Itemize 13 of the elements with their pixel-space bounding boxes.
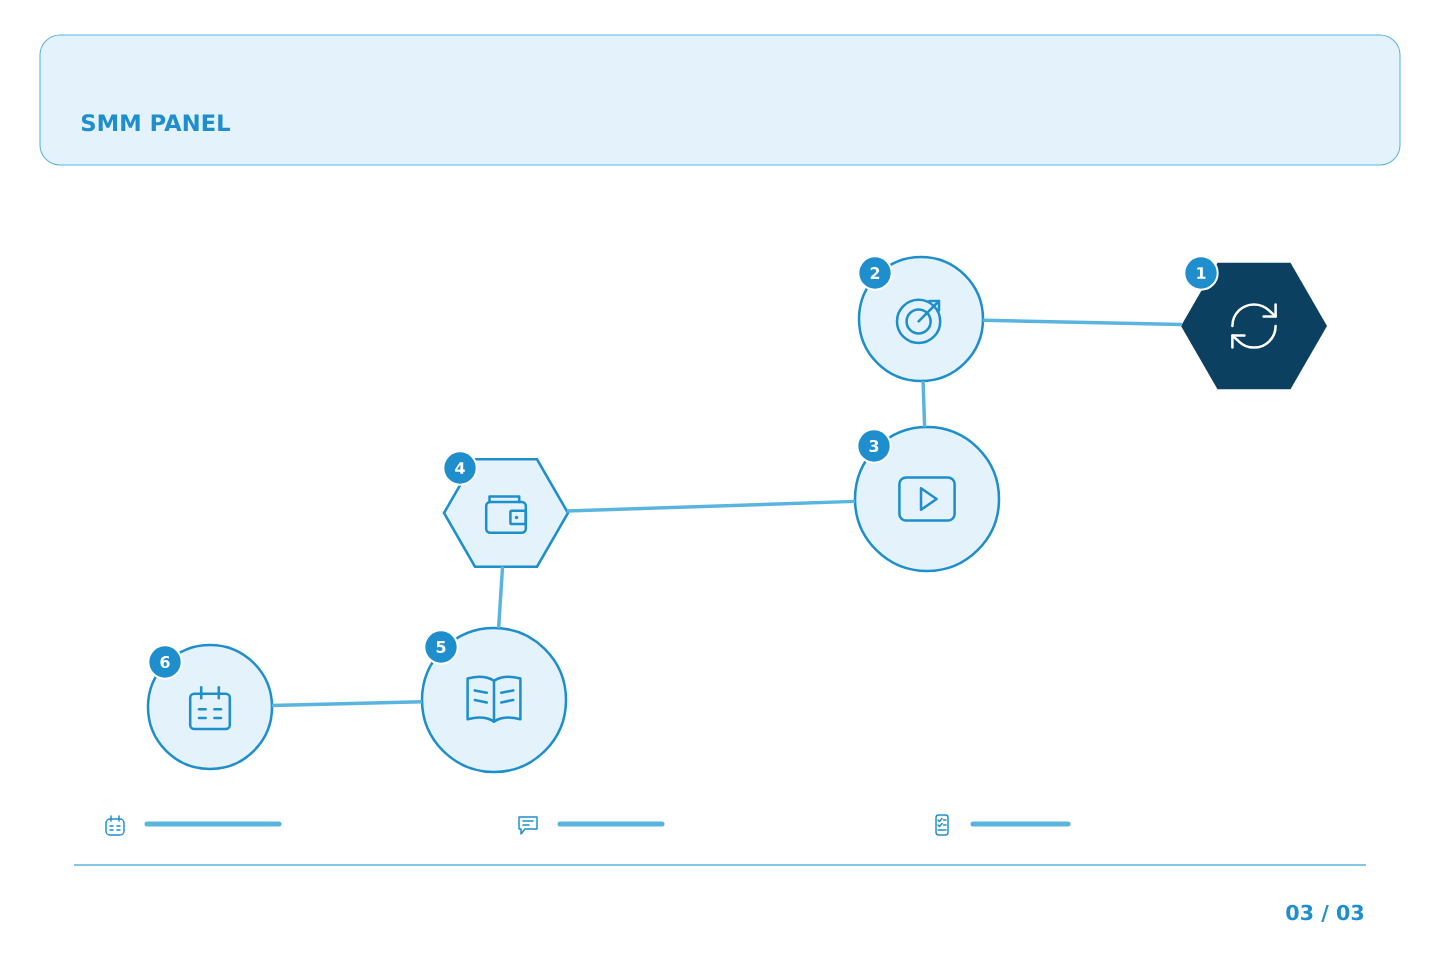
number-badge: 5	[423, 629, 459, 665]
number-badge: 4	[442, 450, 478, 486]
connector-line	[496, 566, 505, 629]
number-badge: 3	[856, 428, 892, 464]
number-badge: 6	[147, 644, 183, 680]
connector-line	[921, 380, 927, 428]
page-number: 03 / 03	[1286, 904, 1364, 922]
connector-line	[982, 318, 1182, 327]
number-badge: 2	[857, 255, 893, 291]
connector-line	[271, 700, 423, 708]
heading: SMM PANEL	[81, 114, 230, 132]
number-badge: 1	[1183, 255, 1219, 291]
connector-line	[566, 499, 856, 513]
